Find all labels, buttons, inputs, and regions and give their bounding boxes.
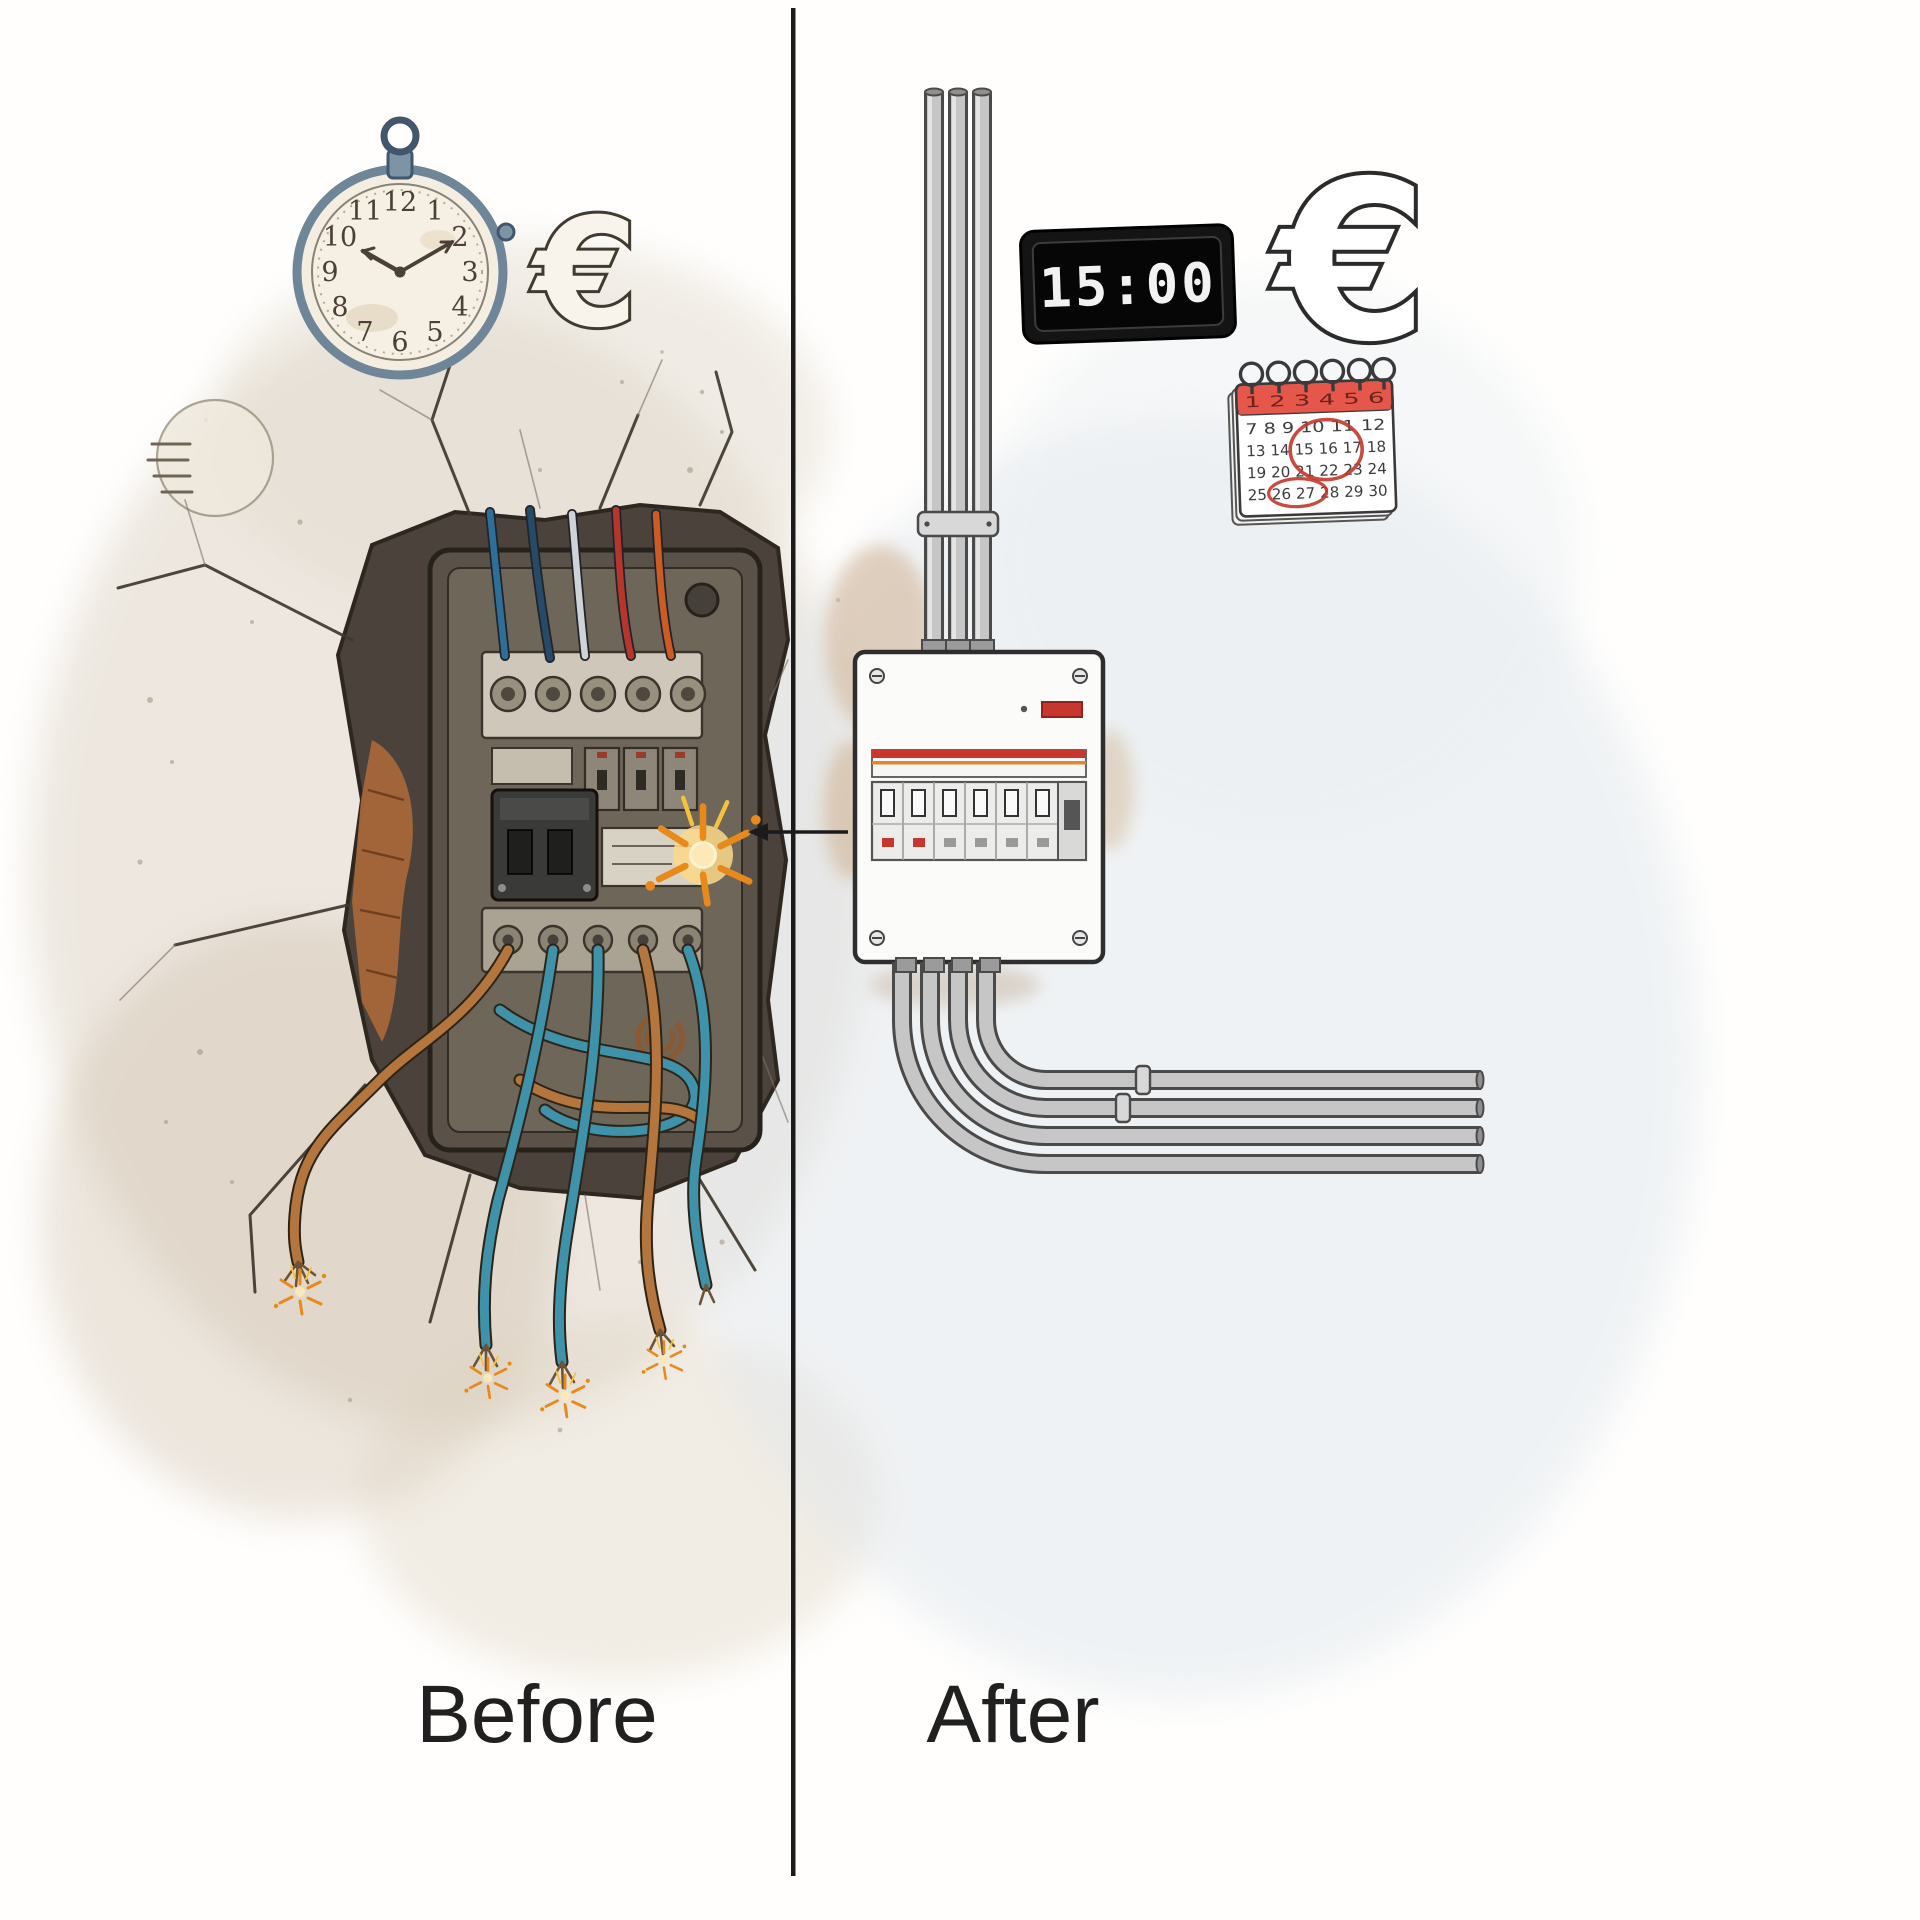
before-panel: 12 1 2 3 4 5 6 7 8 9 10 11 € xyxy=(116,116,791,1419)
main-spark-icon xyxy=(645,798,760,904)
calendar-icon: 1 2 3 4 5 6 7 8 9 10 11 12 13 14 15 16 1… xyxy=(1227,356,1398,526)
breaker-flags xyxy=(882,838,1049,847)
pocket-watch-icon: 12 1 2 3 4 5 6 7 8 9 10 11 xyxy=(292,116,516,380)
indicator-light xyxy=(1041,701,1083,718)
calendar-header-row: 1 2 3 4 5 6 xyxy=(1244,389,1385,412)
conduits-top xyxy=(916,87,1000,657)
status-led xyxy=(1020,705,1028,713)
knockout-hole xyxy=(684,582,720,618)
svg-text:12: 12 xyxy=(383,187,417,218)
panel-divider xyxy=(791,8,796,1876)
plaster-patch-sketch xyxy=(146,398,275,518)
svg-text:5: 5 xyxy=(426,317,443,348)
svg-text:2: 2 xyxy=(451,222,468,253)
conduit-clamp xyxy=(1134,1064,1152,1096)
svg-text:7: 7 xyxy=(356,317,373,348)
calendar-row: 7 8 9 10 11 12 xyxy=(1245,416,1386,439)
digital-clock-time: 15:00 xyxy=(1038,251,1218,320)
calendar-row: 19 20 21 22 23 24 xyxy=(1247,460,1388,483)
conduits-bottom xyxy=(892,957,1485,1174)
arrow-left-icon xyxy=(748,823,848,841)
old-main-breaker xyxy=(490,788,599,902)
top-terminal-strip xyxy=(480,650,707,740)
old-fuse-box xyxy=(427,547,763,1153)
breaker-toggles xyxy=(880,789,1050,817)
conduit-clamp xyxy=(916,510,1000,538)
calendar-date-circle xyxy=(1288,417,1364,482)
svg-text:9: 9 xyxy=(321,257,338,288)
svg-text:4: 4 xyxy=(451,292,468,323)
svg-text:10: 10 xyxy=(323,222,357,253)
incoming-wires xyxy=(485,505,676,663)
svg-text:6: 6 xyxy=(391,327,408,358)
old-fuse-modules xyxy=(491,746,699,812)
conduit-clamp xyxy=(1114,1092,1132,1124)
wall-cracks xyxy=(116,348,789,1324)
svg-text:11: 11 xyxy=(348,196,382,227)
box-screws xyxy=(869,668,1088,946)
label-strip xyxy=(871,749,1087,778)
breaker-row xyxy=(870,780,1088,862)
euro-icon: € xyxy=(531,187,638,361)
watercolor-washes xyxy=(30,240,1700,1700)
before-label: Before xyxy=(416,1669,658,1760)
watch-hands xyxy=(360,240,455,278)
digital-clock-icon: 15:00 xyxy=(1019,223,1237,345)
svg-text:8: 8 xyxy=(331,292,348,323)
new-breaker-box xyxy=(852,649,1106,965)
euro-icon: € xyxy=(1270,134,1428,390)
after-panel: 15:00 € 1 2 3 4 5 6 7 8 9 10 11 12 13 14… xyxy=(852,87,1485,1174)
calendar-row: 13 14 15 16 17 18 xyxy=(1246,438,1387,461)
watch-numerals: 12 1 2 3 4 5 6 7 8 9 10 11 xyxy=(321,187,478,358)
calendar-date-circle xyxy=(1267,477,1329,509)
hanging-wires xyxy=(272,943,716,1419)
svg-text:3: 3 xyxy=(461,257,478,288)
svg-text:1: 1 xyxy=(426,196,443,227)
after-label: After xyxy=(926,1669,1099,1760)
calendar-row: 25 26 27 28 29 30 xyxy=(1247,481,1388,504)
calendar-spiral xyxy=(1238,356,1397,395)
